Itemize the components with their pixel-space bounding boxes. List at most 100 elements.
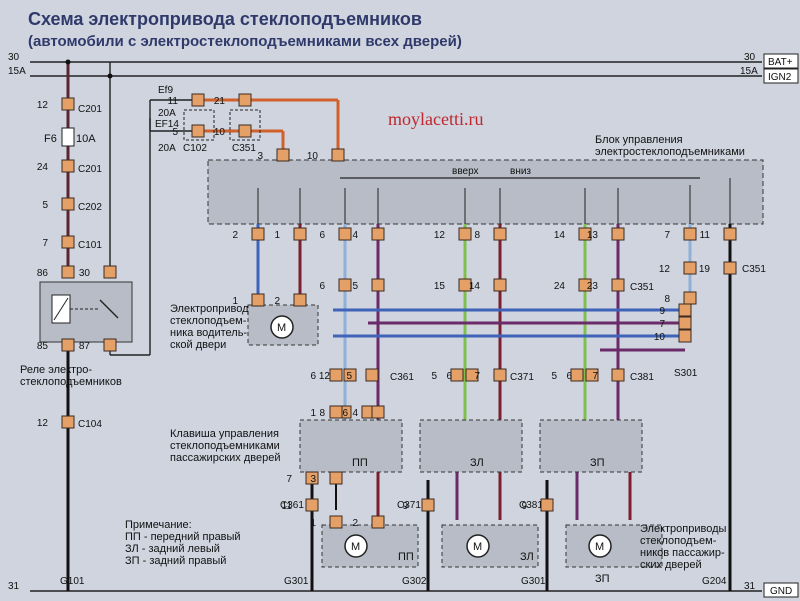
conn-c371b-label: C371 xyxy=(397,500,421,511)
pin-number: 3 xyxy=(310,474,316,485)
pin-number: 87 xyxy=(79,341,91,352)
pin-number: 1 xyxy=(310,408,316,419)
pin-number: 5 xyxy=(172,127,178,138)
pin-number: 10 xyxy=(307,151,319,162)
rail-30-left: 30 xyxy=(8,52,20,63)
conn-c381b-label: C381 xyxy=(519,500,543,511)
motor-zp-tag: ЗП xyxy=(595,573,610,585)
power-rails: 30 15A 31 30 15A 31 BAT+ IGN2 GND xyxy=(8,52,799,598)
connector-pin xyxy=(371,227,385,241)
label-down: вниз xyxy=(510,166,531,177)
connector-pin xyxy=(61,338,75,352)
connector-pin xyxy=(238,124,252,138)
connector-pin xyxy=(293,293,307,307)
conn-c104-label: C104 xyxy=(78,419,102,430)
pin-number: 30 xyxy=(79,268,91,279)
fuse-ef9-rating: 20A xyxy=(158,108,176,119)
motor-symbol: M xyxy=(473,541,482,553)
pin-number: 4 xyxy=(352,408,358,419)
grounds: G101 G301 G302 G301 G204 xyxy=(60,576,727,587)
ground-g101: G101 xyxy=(60,576,85,587)
pin-number: 4 xyxy=(352,230,358,241)
connector-pin xyxy=(305,471,319,485)
pin-number: 12 xyxy=(37,100,49,111)
conn-c381-label: C381 xyxy=(630,372,654,383)
pin-number: 5 xyxy=(352,281,358,292)
fuse-f6-label: F6 xyxy=(44,133,57,145)
connector-pin xyxy=(293,227,307,241)
pin-number: 7 xyxy=(286,474,292,485)
connector-pin xyxy=(578,278,592,292)
pin-number: 21 xyxy=(214,96,226,107)
conn-c101-label: C101 xyxy=(78,240,102,251)
pin-number: 8 xyxy=(474,230,480,241)
connector-pin xyxy=(611,278,625,292)
pin-number: 12 xyxy=(37,418,49,429)
rail-30-right: 30 xyxy=(744,52,756,63)
pin-number: 10 xyxy=(214,127,226,138)
motor-symbol: M xyxy=(277,322,286,334)
connector-pin xyxy=(678,329,692,343)
pin-number: 24 xyxy=(554,281,566,292)
pin-number: 11 xyxy=(282,501,293,512)
connector-pin xyxy=(723,261,737,275)
connector-pin xyxy=(365,368,379,382)
connector-pin xyxy=(329,471,343,485)
pin-number: 9 xyxy=(402,501,408,512)
pin-number: 19 xyxy=(699,264,711,275)
motor-symbol: M xyxy=(595,541,604,553)
connector-pin xyxy=(421,498,435,512)
pin-number: 3 xyxy=(257,151,263,162)
connector-pin xyxy=(61,197,75,211)
connector-pin xyxy=(191,93,205,107)
switch-zl-tag: ЗЛ xyxy=(470,457,484,469)
connector-pin xyxy=(570,368,584,382)
pin-number: 85 xyxy=(37,341,49,352)
connector-pin xyxy=(683,291,697,305)
connector-pin xyxy=(493,278,507,292)
conn-c361b-label: C361 xyxy=(280,500,304,511)
pin-number: 10 xyxy=(654,332,666,343)
pin-number: 12 xyxy=(659,264,671,275)
pin-number: 7 xyxy=(659,319,665,330)
connector-pin xyxy=(103,265,117,279)
ign2-tag: IGN2 xyxy=(768,72,792,83)
connector-pin xyxy=(61,235,75,249)
rail-31-left: 31 xyxy=(8,581,20,592)
pin-number: 6 xyxy=(342,408,348,419)
motor-zl-tag: ЗЛ xyxy=(520,551,534,563)
connector-pin xyxy=(450,368,464,382)
fuse-feeds: Ef9 20A EF14 20A C102 C351 xyxy=(155,85,340,160)
rail-15a-left: 15A xyxy=(8,66,26,77)
connector-pin xyxy=(585,368,599,382)
connector-pin xyxy=(251,293,265,307)
pin-number: 9 xyxy=(659,306,665,317)
connector-pin xyxy=(61,159,75,173)
connector-pin xyxy=(493,368,507,382)
gnd-tag: GND xyxy=(770,586,792,597)
connector-pin xyxy=(458,227,472,241)
connector-pin xyxy=(191,124,205,138)
fuse-ef14-rating: 20A xyxy=(158,143,176,154)
conn-c371-label: C371 xyxy=(510,372,534,383)
connector-pin xyxy=(61,97,75,111)
pin-number: 12 xyxy=(434,230,446,241)
motor-pp-tag: ПП xyxy=(398,551,414,563)
pin-number: 6 xyxy=(566,371,572,382)
rail-15a-right: 15A xyxy=(740,66,758,77)
conn-c351-top-label: C351 xyxy=(232,143,256,154)
pin-number: 5 xyxy=(346,371,352,382)
pin-number: 14 xyxy=(469,281,481,292)
relay-feed-column: F6 10A Реле электро-стеклоподъемников xyxy=(20,59,198,591)
conn-c351c-label: C351 xyxy=(630,282,654,293)
connector-pin xyxy=(578,227,592,241)
relay-label: Реле электро-стеклоподъемников xyxy=(20,364,122,388)
conn-c361-label: C361 xyxy=(390,372,414,383)
connector-pin xyxy=(611,227,625,241)
conn-c201b-label: C201 xyxy=(78,164,102,175)
pin-number: 6 xyxy=(319,281,325,292)
